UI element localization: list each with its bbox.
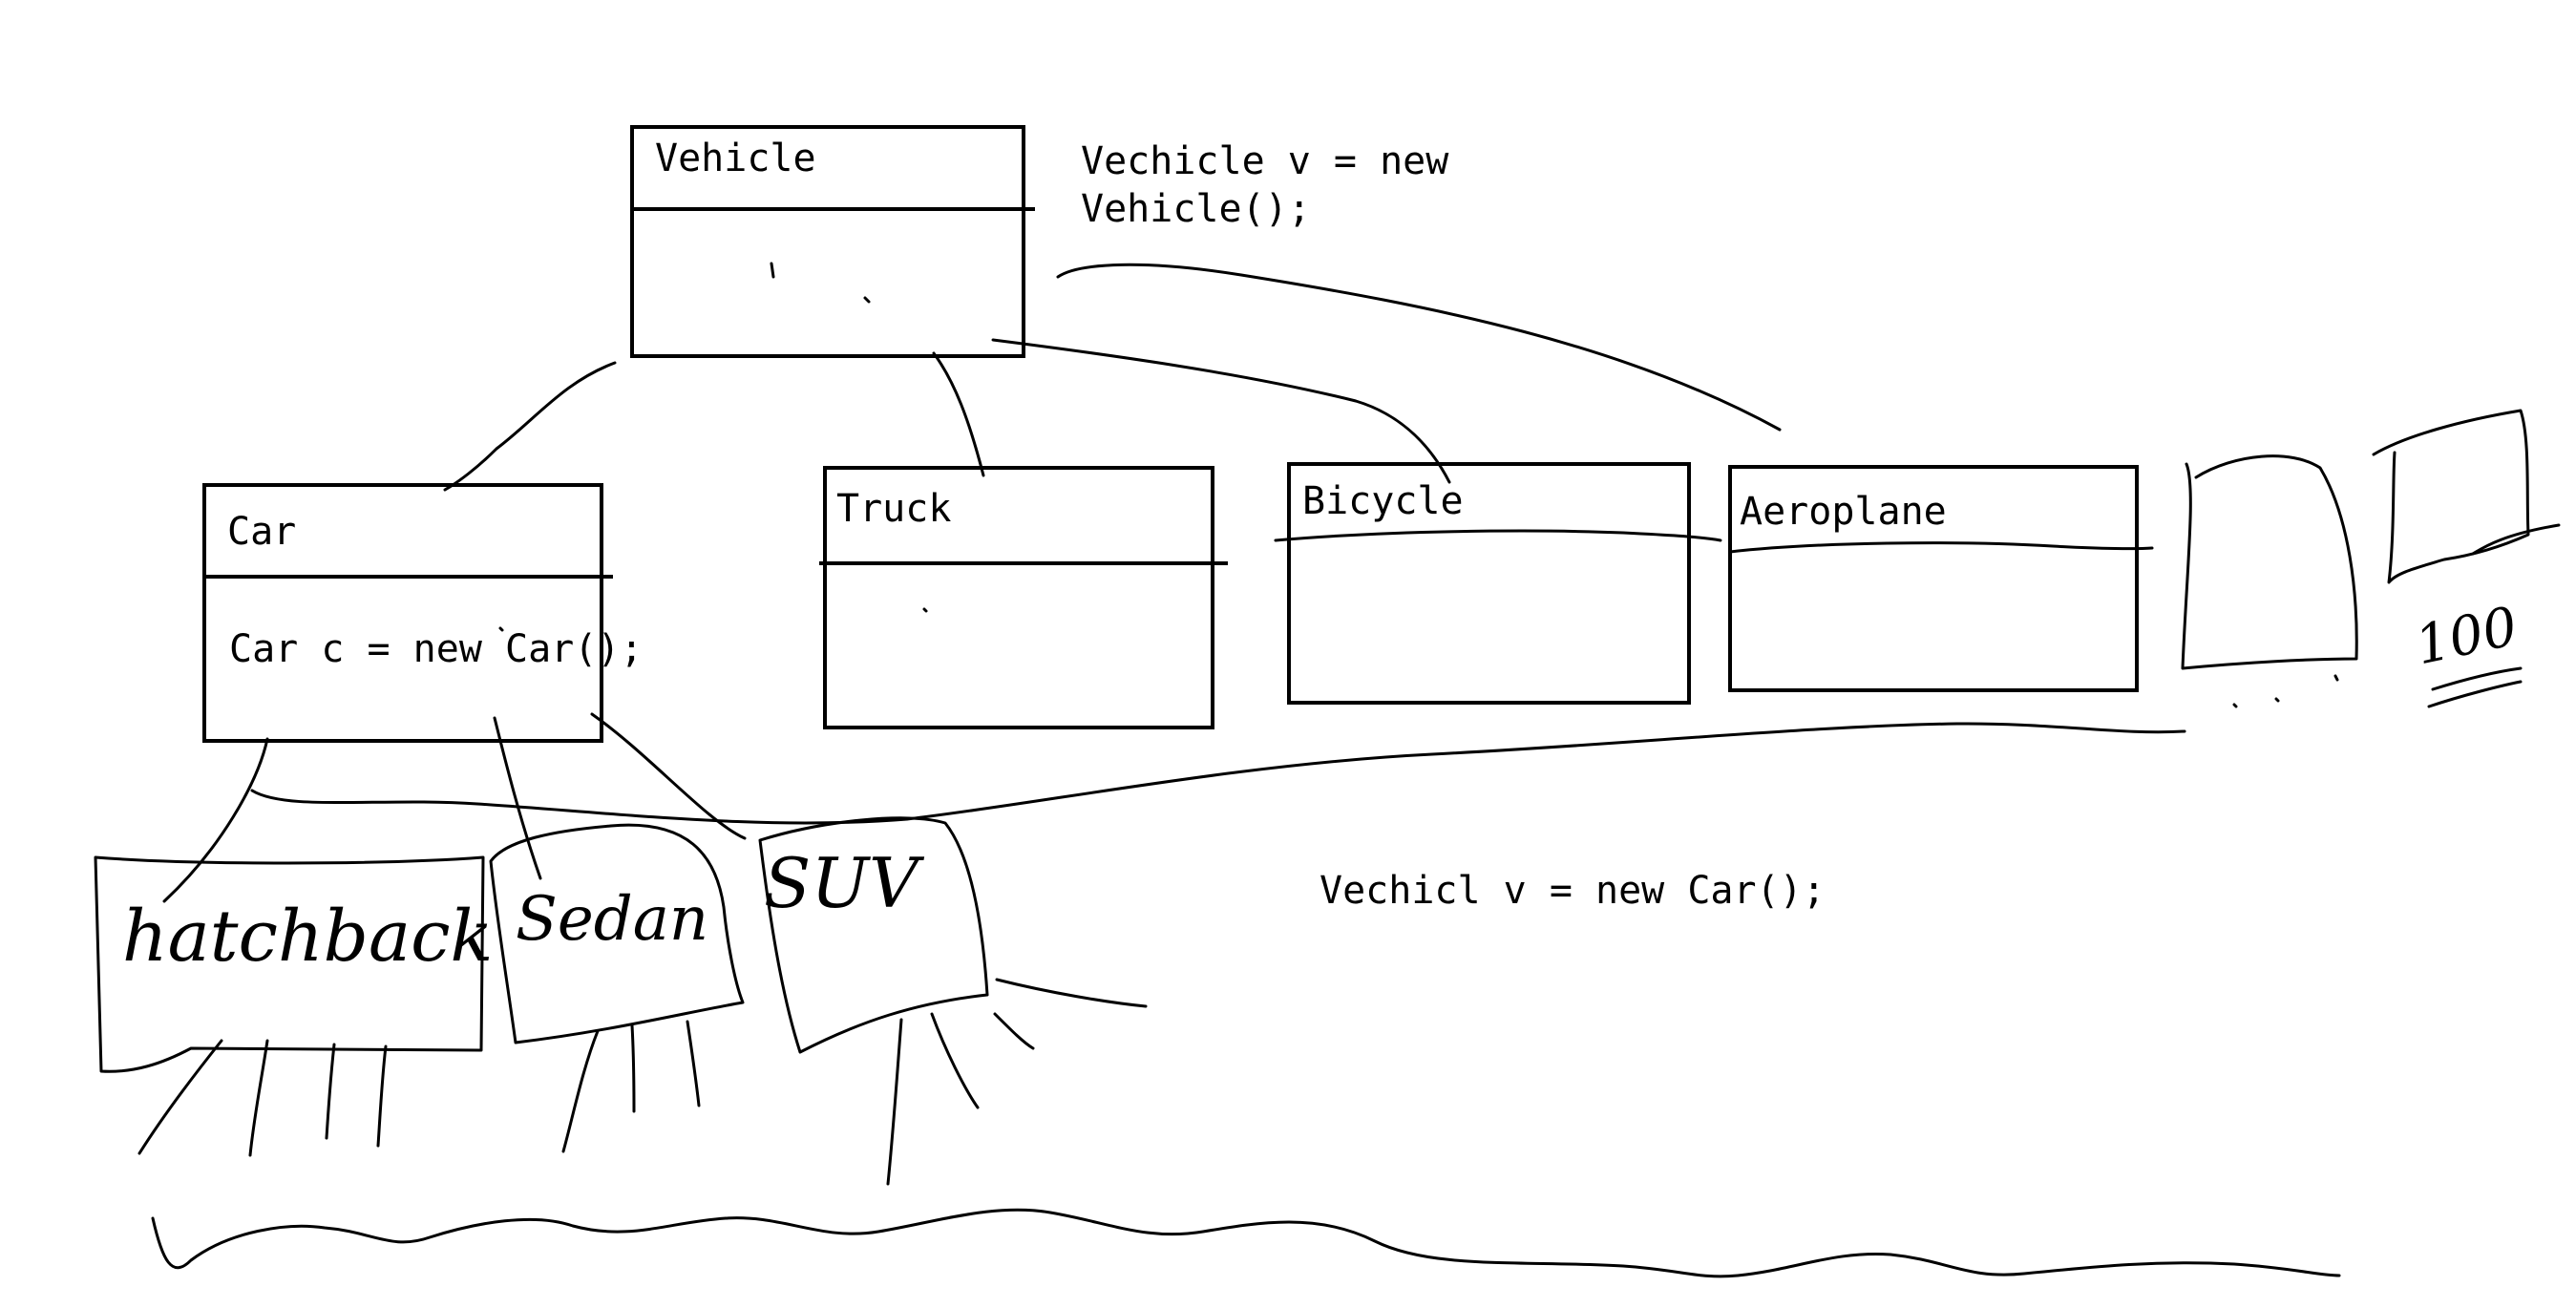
right-sketch-box-1 — [2181, 454, 2358, 670]
hatchback-leg-1 — [137, 1039, 223, 1155]
suv-leg-2 — [930, 1012, 980, 1109]
hatchback-leg-4 — [376, 1044, 388, 1148]
truck-divider — [819, 561, 1228, 565]
class-name-bicycle: Bicycle — [1302, 479, 1464, 523]
suv-leg-4 — [995, 978, 1148, 1008]
suv-leg-3 — [993, 1012, 1035, 1050]
label-100: 100 — [2410, 596, 2523, 678]
vehicle-divider — [630, 207, 1035, 211]
underline-100-a — [2431, 666, 2523, 691]
wavy-line-middle — [250, 722, 2186, 825]
connector-vehicle-bicycle — [991, 338, 1451, 484]
stray-tick-4 — [498, 626, 504, 632]
bicycle-header-line — [1274, 529, 1722, 542]
class-box-aeroplane: Aeroplane — [1728, 465, 2139, 692]
sedan-box — [489, 823, 745, 1044]
suv-box — [758, 816, 989, 1054]
class-name-truck: Truck — [836, 487, 952, 531]
underline-100-b — [2427, 680, 2523, 708]
wavy-line-bottom — [151, 1208, 2341, 1278]
suv-leg-1 — [886, 1018, 903, 1186]
stray-tick-1 — [770, 262, 775, 279]
note-vehicle-instantiation: Vechicle v = new Vehicle(); — [1081, 139, 1449, 231]
right-sketch-box-2 — [2372, 409, 2530, 584]
label-hatchback: hatchback — [122, 896, 493, 978]
class-box-car: Car Car c = new Car(); — [202, 483, 643, 743]
sedan-leg-3 — [686, 1020, 701, 1108]
label-suv: SUV — [764, 843, 925, 923]
class-name-car: Car — [227, 510, 297, 554]
class-name-vehicle: Vehicle — [655, 137, 816, 180]
sedan-leg-1 — [561, 1029, 600, 1153]
note-polymorphic-assignment: Vechicl v = new Car(); — [1320, 869, 1826, 913]
hatchback-leg-3 — [325, 1043, 336, 1140]
hatchback-box — [94, 855, 485, 1073]
sedan-leg-2 — [630, 1023, 636, 1113]
connector-vehicle-aeroplane — [1056, 263, 1782, 432]
car-divider — [202, 575, 613, 579]
stray-tick-3 — [922, 607, 928, 613]
stray-tick-2 — [863, 296, 871, 304]
label-sedan: Sedan — [516, 884, 708, 955]
hatchback-leg-2 — [248, 1039, 269, 1157]
connector-car-sedan — [493, 716, 542, 880]
connector-car-suv — [590, 712, 747, 840]
connector-vehicle-car — [443, 361, 617, 492]
class-name-aeroplane: Aeroplane — [1740, 490, 1947, 534]
class-box-truck: Truck — [819, 466, 1228, 729]
right-sketch-bottom — [2471, 523, 2561, 556]
connector-car-hatchback — [162, 737, 269, 903]
aeroplane-header-line — [1728, 541, 2154, 554]
class-box-vehicle: Vehicle — [630, 125, 1035, 358]
car-body-code: Car c = new Car(); — [229, 627, 644, 671]
class-box-bicycle: Bicycle — [1287, 462, 1691, 705]
right-dots — [2232, 674, 2339, 708]
connector-vehicle-truck — [932, 351, 985, 477]
